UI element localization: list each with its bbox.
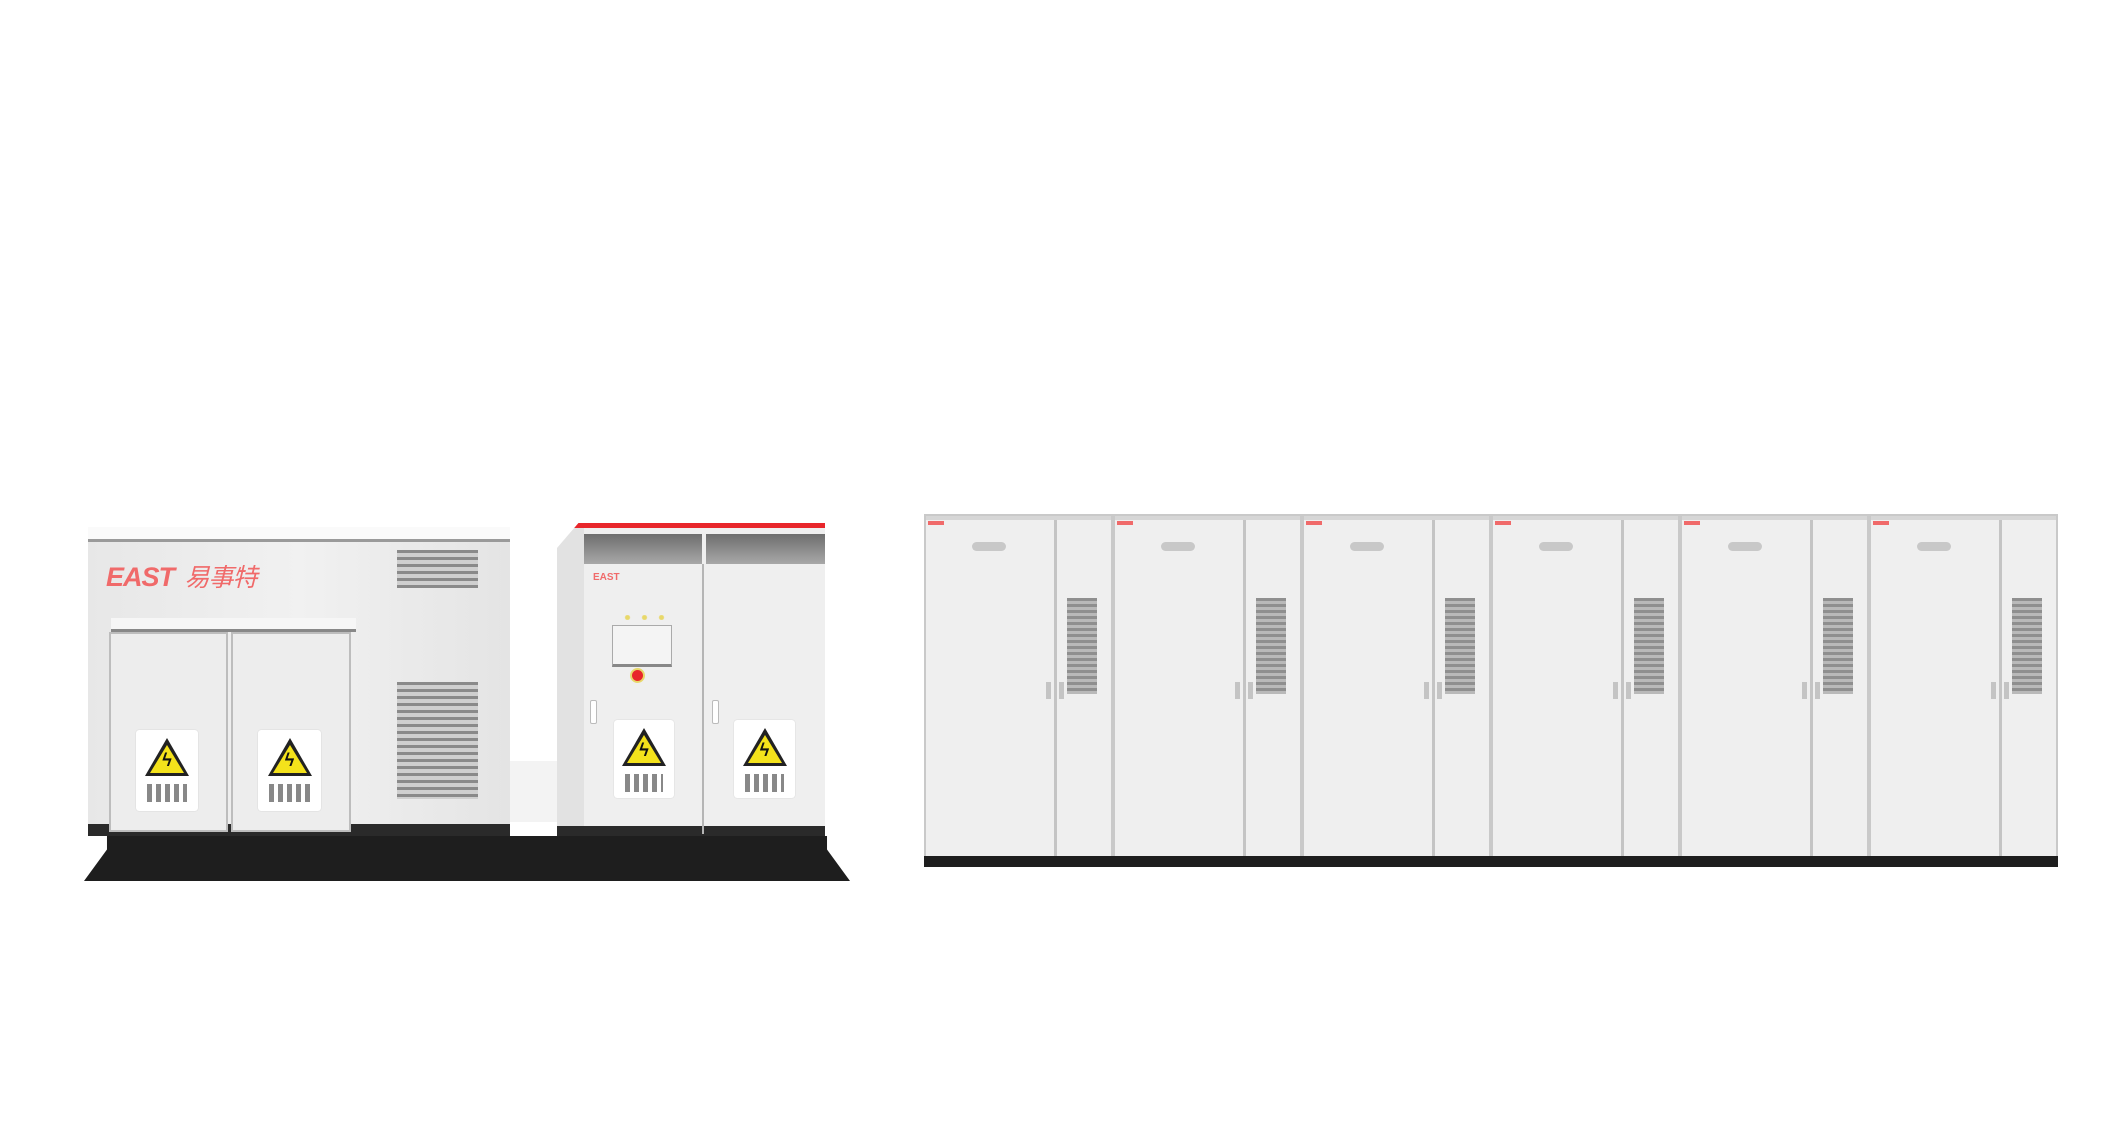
mini-logo [928, 521, 944, 525]
warning-sign: ϟ [136, 730, 198, 811]
mini-logo [1873, 521, 1889, 525]
label-plate [1539, 542, 1573, 551]
label-plate [1161, 542, 1195, 551]
pcs-logo: EAST [593, 572, 620, 583]
top-rail [926, 516, 1111, 520]
label-plate [1350, 542, 1384, 551]
warning-sign: ϟ [614, 720, 674, 798]
top-rail [1304, 516, 1489, 520]
plinth [1680, 856, 1869, 867]
battery-cabinet [1491, 514, 1680, 867]
warning-sign: ϟ [258, 730, 321, 811]
door-divider [1432, 520, 1435, 856]
plinth [1113, 856, 1302, 867]
battery-cabinet [1869, 514, 2058, 867]
door-divider [1810, 520, 1813, 856]
door-vent [1823, 598, 1853, 694]
roof [88, 527, 510, 542]
plinth [1302, 856, 1491, 867]
door-handle[interactable] [1613, 682, 1618, 699]
side-vent [397, 682, 478, 799]
mini-logo [1684, 521, 1700, 525]
door-handle[interactable] [1059, 682, 1064, 699]
mini-logo [1495, 521, 1511, 525]
brand-logo: EAST 易事特 [106, 558, 258, 594]
door-handle[interactable] [1437, 682, 1442, 699]
base-platform [84, 836, 850, 881]
door-vent [1445, 598, 1475, 694]
mini-logo [1117, 521, 1133, 525]
door-handle[interactable] [1626, 682, 1631, 699]
mini-logo [1306, 521, 1322, 525]
door-vent [2012, 598, 2042, 694]
plinth [1869, 856, 2058, 867]
brand-chinese: 易事特 [184, 564, 258, 592]
door-canopy [111, 618, 356, 632]
control-panel[interactable] [612, 625, 672, 667]
top-rail [1682, 516, 1867, 520]
door-handle[interactable] [2004, 682, 2009, 699]
battery-cabinet [924, 514, 1113, 867]
top-rail [1871, 516, 2056, 520]
door-handle[interactable] [1424, 682, 1429, 699]
door-divider [1999, 520, 2002, 856]
brand-latin: EAST [106, 562, 175, 592]
battery-cabinet [1113, 514, 1302, 867]
door-handle[interactable] [1802, 682, 1807, 699]
door-handle[interactable] [1046, 682, 1051, 699]
top-vent-left [584, 534, 702, 564]
door-vent [1256, 598, 1286, 694]
label-plate [1728, 542, 1762, 551]
top-vent [397, 550, 478, 588]
indicator-lights [619, 615, 669, 620]
door-handle[interactable] [1235, 682, 1240, 699]
connector-duct [510, 761, 557, 822]
label-plate [1917, 542, 1951, 551]
door-divider [1054, 520, 1057, 856]
emergency-stop-button[interactable] [630, 668, 645, 683]
warning-sign: ϟ [734, 720, 795, 798]
plinth [1491, 856, 1680, 867]
door-handle[interactable] [590, 700, 597, 724]
door-handle[interactable] [712, 700, 719, 724]
door-vent [1067, 598, 1097, 694]
top-rail [1115, 516, 1300, 520]
top-vent-right [706, 534, 825, 564]
battery-cabinet [1302, 514, 1491, 867]
label-plate [972, 542, 1006, 551]
top-rail [1493, 516, 1678, 520]
plinth [924, 856, 1113, 867]
door-handle[interactable] [1248, 682, 1253, 699]
door-divider [702, 564, 704, 834]
door-handle[interactable] [1815, 682, 1820, 699]
door-divider [1621, 520, 1624, 856]
door-divider [1243, 520, 1246, 856]
door-handle[interactable] [1991, 682, 1996, 699]
battery-cabinet [1680, 514, 1869, 867]
door-vent [1634, 598, 1664, 694]
